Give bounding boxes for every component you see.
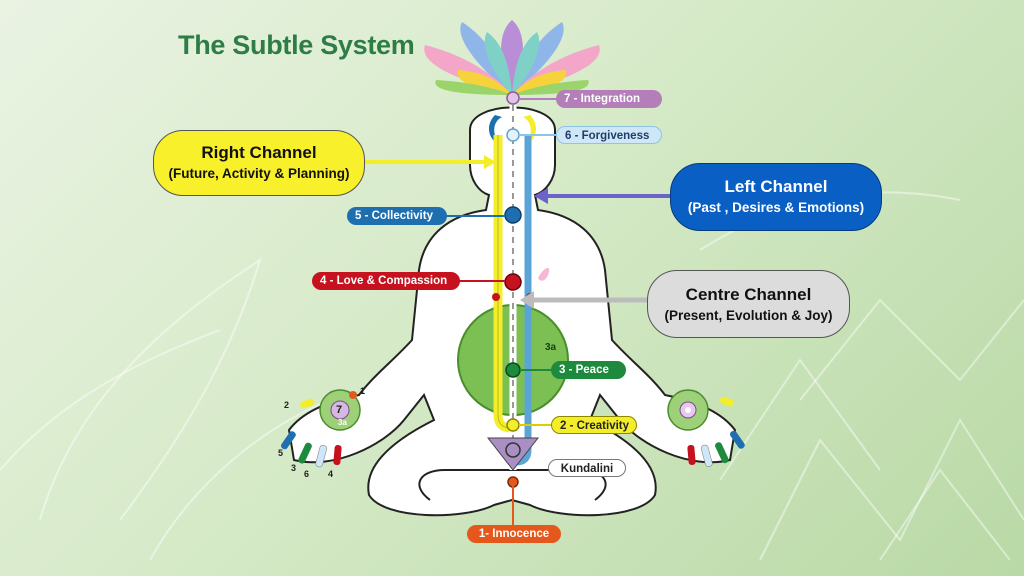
left-channel-desc: (Past , Desires & Emotions) <box>687 200 865 215</box>
right-channel-desc: (Future, Activity & Planning) <box>168 166 350 181</box>
chakra-5-dot <box>504 206 522 224</box>
right-channel-box: Right Channel (Future, Activity & Planni… <box>153 130 365 196</box>
finger-number-6: 6 <box>304 469 310 479</box>
hand-center-number: 7 <box>336 404 343 416</box>
finger-number-5: 5 <box>278 448 284 458</box>
chakra-3-label: 3 - Peace <box>551 361 626 379</box>
kundalini-coil-icon <box>505 442 521 458</box>
page-title: The Subtle System <box>178 30 415 60</box>
chakra-2-label: 2 - Creativity <box>551 416 637 434</box>
chakra-1-label: 1- Innocence <box>467 525 561 543</box>
right-hand-chart <box>667 389 745 467</box>
finger-number-2: 2 <box>284 400 290 410</box>
centre-channel-title: Centre Channel <box>685 285 812 304</box>
chakra-1-dot <box>507 476 519 488</box>
sacrum-triangle-icon <box>486 437 540 471</box>
left-hand-chart <box>280 389 361 468</box>
head-right-moon-icon <box>523 115 537 145</box>
centre-channel-box: Centre Channel (Present, Evolution & Joy… <box>647 270 850 338</box>
hand-sub-label: 3a <box>338 418 347 427</box>
kundalini-label: Kundalini <box>548 459 626 477</box>
chakra-4-label: 4 - Love & Compassion <box>312 272 460 290</box>
chakra-6-dot <box>506 128 520 142</box>
chakra-3-dot <box>505 362 521 378</box>
chakra-5-label: 5 - Collectivity <box>347 207 447 225</box>
left-channel-box: Left Channel (Past , Desires & Emotions) <box>670 163 882 231</box>
lotus-crown-icon <box>424 20 600 95</box>
centre-channel-desc: (Present, Evolution & Joy) <box>664 308 833 323</box>
heart-petal-icon <box>538 267 550 281</box>
void-label: 3a <box>545 342 557 353</box>
finger-number-1: 1 <box>360 386 366 396</box>
left-channel-title: Left Channel <box>724 177 828 196</box>
chakra-2-dot <box>506 418 520 432</box>
finger-number-4: 4 <box>328 469 334 479</box>
background-lotus-pattern <box>0 191 1024 561</box>
chakra-7-dot <box>506 91 520 105</box>
chakra-6-label: 6 - Forgiveness <box>556 126 662 144</box>
right-channel-title: Right Channel <box>201 143 317 162</box>
finger-number-3: 3 <box>291 463 297 473</box>
chakra-7-label: 7 - Integration <box>556 90 662 108</box>
chakra-4-dot <box>504 273 522 291</box>
head-left-moon-icon <box>488 115 502 145</box>
